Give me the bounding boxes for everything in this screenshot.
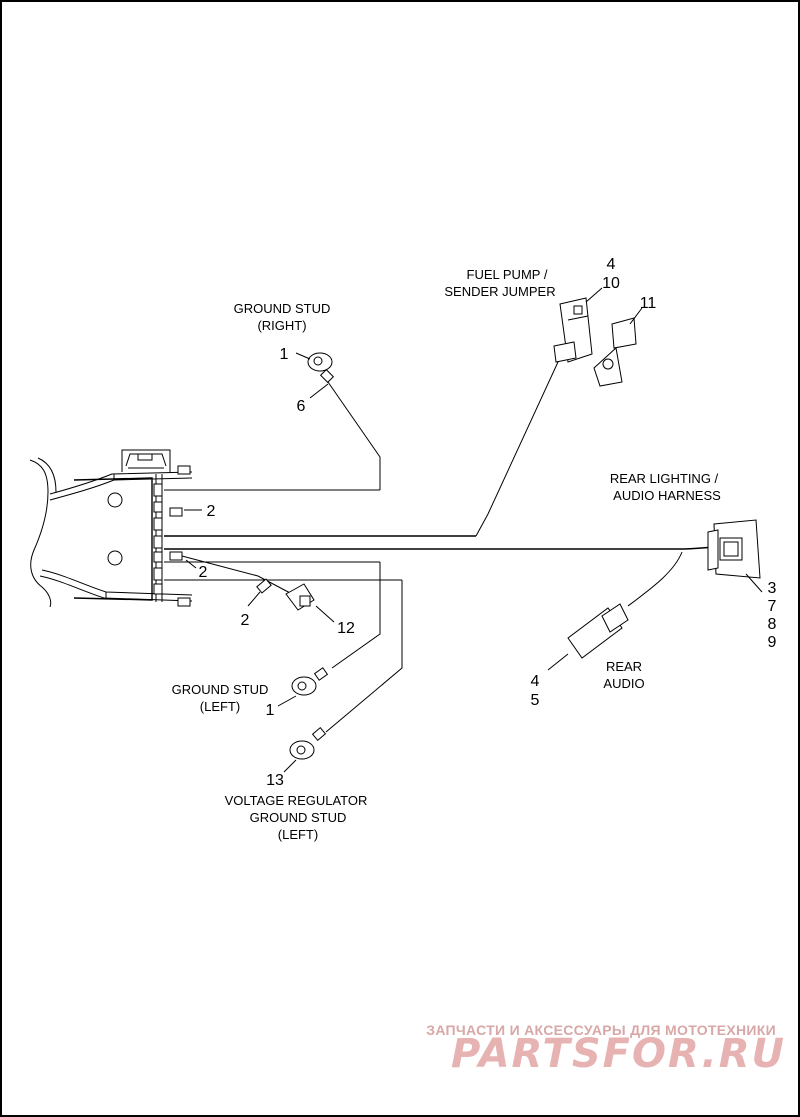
label-line: REAR: [606, 659, 642, 674]
label-ground-stud-left: GROUND STUD (LEFT): [172, 682, 269, 714]
label-line: (LEFT): [278, 827, 318, 842]
label-rear-lighting: REAR LIGHTING / AUDIO HARNESS: [610, 471, 721, 503]
rear-audio-wire: [547, 551, 683, 671]
callout-7: 7: [768, 598, 777, 615]
fuel-pump-wire: [475, 287, 643, 537]
callout-12: 12: [337, 620, 355, 637]
callout-1: 1: [266, 702, 275, 719]
label-ground-stud-right: GROUND STUD (RIGHT): [234, 301, 331, 333]
callout-8: 8: [768, 616, 777, 633]
callout-2: 2: [199, 564, 208, 581]
label-line: (LEFT): [200, 699, 240, 714]
label-fuel-pump: FUEL PUMP / SENDER JUMPER: [444, 267, 555, 299]
label-line: SENDER JUMPER: [444, 284, 555, 299]
callout-10: 10: [602, 275, 620, 292]
callout-5: 5: [531, 692, 540, 709]
callout-3: 3: [768, 580, 777, 597]
watermark: ЗАПЧАСТИ И АКСЕССУАРЫ ДЛЯ МОТОТЕХНИКИ PA…: [426, 1022, 786, 1077]
harness-trunk: [164, 489, 715, 581]
label-voltage-regulator: VOLTAGE REGULATOR GROUND STUD (LEFT): [225, 793, 368, 842]
label-rear-audio: REAR AUDIO: [603, 659, 644, 691]
lower-wires: [181, 555, 403, 773]
label-line: FUEL PUMP /: [467, 267, 548, 282]
rear-lighting-connector: [707, 519, 763, 593]
callout-11: 11: [640, 295, 657, 312]
ground-right-wire: [295, 352, 381, 490]
label-line: GROUND STUD: [250, 810, 347, 825]
callout-4: 4: [607, 256, 616, 273]
callout-2: 2: [241, 612, 250, 629]
frame-outline: [29, 449, 193, 608]
label-line: VOLTAGE REGULATOR: [225, 793, 368, 808]
callout-2: 2: [207, 503, 216, 520]
label-line: AUDIO HARNESS: [613, 488, 721, 503]
label-line: GROUND STUD: [234, 301, 331, 316]
callout-13: 13: [266, 772, 284, 789]
label-line: AUDIO: [603, 676, 644, 691]
callout-1: 1: [280, 346, 289, 363]
watermark-logo: PARTSFOR.RU: [451, 1031, 786, 1077]
watermark-tagline: ЗАПЧАСТИ И АКСЕССУАРЫ ДЛЯ МОТОТЕХНИКИ: [426, 1022, 776, 1038]
label-line: (RIGHT): [257, 318, 306, 333]
callout-9: 9: [768, 634, 777, 651]
callouts: 1 6 4 10 11 2 2 2 12 3 7 8 9 4 5 1 13: [199, 256, 777, 789]
label-line: REAR LIGHTING /: [610, 471, 719, 486]
label-line: GROUND STUD: [172, 682, 269, 697]
callout-6: 6: [297, 398, 306, 415]
callout-4: 4: [531, 673, 540, 690]
